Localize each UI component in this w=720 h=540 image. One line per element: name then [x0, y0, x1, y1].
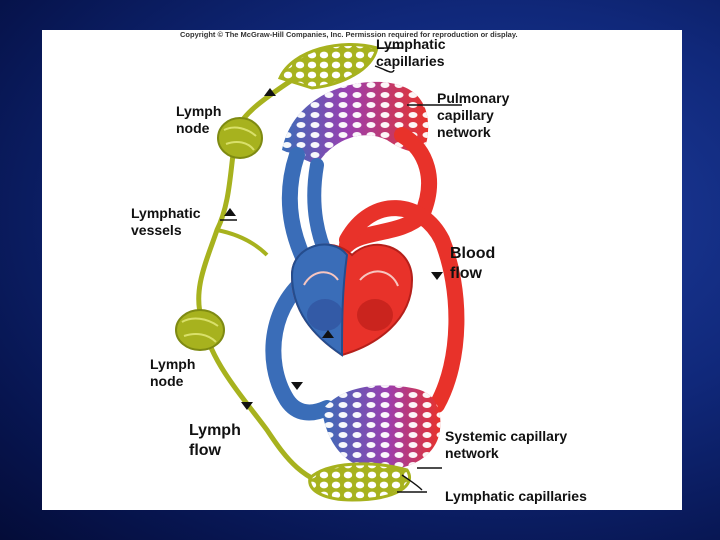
label-lymphatic-vessels: Lymphatic vessels [131, 205, 201, 238]
label-lymph-node-bottom: Lymph node [150, 356, 196, 389]
label-systemic-capillary-network: Systemic capillary network [445, 428, 568, 461]
lymph-node-bottom [175, 309, 225, 351]
vein-loop-left [265, 147, 335, 421]
label-lymph-flow: Lymph flow [189, 422, 241, 459]
lymph-node-top [217, 117, 263, 159]
label-blood-flow: Blood flow [450, 245, 496, 282]
leader-lines [220, 47, 462, 493]
lymph-vessel-right [216, 228, 269, 257]
copyright-notice: Copyright © The McGraw-Hill Companies, I… [180, 30, 518, 39]
label-lymphatic-capillaries-bottom: Lymphatic capillaries [445, 488, 587, 504]
label-lymphatic-capillaries-top: Lymphatic capillaries [376, 36, 446, 69]
lymphatic-capillaries-top [277, 43, 379, 90]
lymphatic-capillaries-bottom [308, 462, 411, 502]
label-lymph-node-top: Lymph node [176, 103, 222, 136]
label-pulmonary-capillary-network: Pulmonary capillary network [437, 90, 510, 140]
diagram-panel: Copyright © The McGraw-Hill Companies, I… [42, 30, 682, 510]
flow-arrows [224, 88, 443, 410]
circulation-diagram [175, 43, 465, 502]
